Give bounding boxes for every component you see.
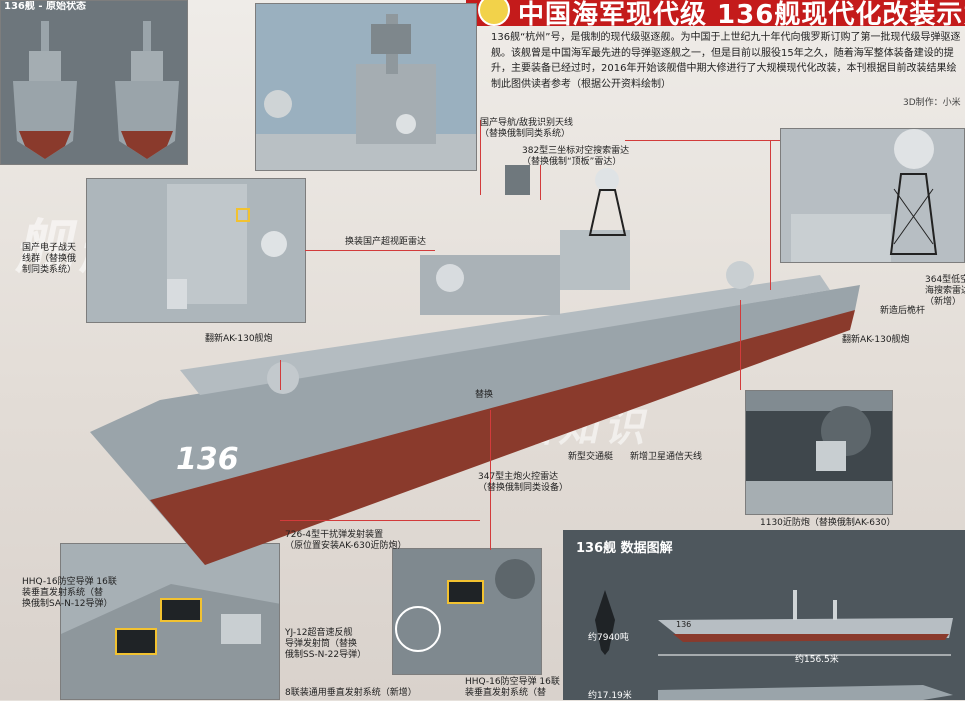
leader-line (480, 120, 481, 195)
leader-line (490, 410, 491, 550)
label-364-radar: 364型低空/ 海搜索雷达 （新增） (925, 275, 965, 307)
intro-text: 136舰“杭州”号，是俄制的现代级驱逐舰。为中国于上世纪九十年代向俄罗斯订购了第… (491, 32, 961, 90)
beam-value: 约17.19米 (588, 691, 632, 701)
mast-detail-image (256, 14, 476, 170)
leader-line (280, 360, 281, 390)
ship-front-views (13, 21, 179, 159)
label-726-jammer: 726-4型干扰弹发射装置 （原位置安装AK-630近防炮） (285, 530, 407, 551)
data-panel (563, 530, 965, 700)
forward-vls-panel (60, 543, 280, 700)
ew-detail-panel (86, 178, 306, 323)
label-yj12: YJ-12超音速反舰 导弹发射筒（替换 俄制SS-N-22导弹） (285, 628, 367, 660)
model-hull-number: 136 (676, 620, 692, 629)
aft-vls-image (395, 559, 535, 652)
data-panel-drawings (595, 590, 953, 700)
navy-emblem-icon (478, 0, 510, 26)
label-347-radar: 347型主炮火控雷达 （替换俄制同类设备） (478, 472, 569, 493)
label-hhq16-fore: HHQ-16防空导弹 16联 装垂直发射系统（替 换俄制SA-N-12导弹） (22, 577, 117, 609)
ciws-image (746, 406, 892, 514)
mast-detail-panel (255, 3, 477, 171)
displacement-value: 约7940吨 (588, 633, 629, 643)
leader-line (540, 165, 541, 200)
label-over-horizon-radar: 换装国产超视距雷达 (345, 237, 427, 247)
leader-line (770, 140, 771, 290)
hull-number: 136 (176, 442, 239, 477)
label-new-boat: 新型交通艇 (568, 452, 614, 462)
aft-vls-panel (392, 548, 542, 675)
page-title: 中国海军现代级 136舰现代化改装示意 (518, 0, 965, 30)
leader-line (305, 250, 435, 251)
original-views-label: 136舰 - 原始状态 (4, 1, 86, 12)
ew-detail-image (167, 184, 287, 309)
label-ak130-fore: 翻新AK-130舰炮 (205, 334, 273, 344)
label-ew-antenna: 国产电子战天 线群（替换俄 制同类系统） (22, 243, 77, 275)
leader-line (625, 140, 780, 141)
label-satcom: 新增卫星通信天线 (630, 452, 703, 462)
ciws-panel (745, 390, 893, 515)
label-ak130-aft: 翻新AK-130舰炮 (842, 335, 910, 345)
label-hhq16-aft: HHQ-16防空导弹 16联 装垂直发射系统（替 (465, 677, 560, 698)
forward-vls-image (61, 584, 279, 699)
aft-mast-image (791, 129, 938, 262)
original-views-panel: 136舰 - 原始状态 (0, 0, 188, 165)
label-vls8: 8联装通用垂直发射系统（新增） (285, 688, 417, 698)
leader-line (280, 520, 480, 521)
label-new-aft-mast: 新造后桅杆 (880, 306, 926, 316)
label-382-radar: 382型三坐标对空搜索雷达 （替换俄制“顶板”雷达） (522, 146, 630, 167)
aft-mast-panel (780, 128, 965, 263)
title-bar (466, 0, 965, 26)
label-nav-iff: 国产导航/敌我识别天线 （替换俄制同类系统） (480, 118, 574, 139)
data-panel-title: 136舰 数据图解 (576, 541, 673, 556)
length-value: 约156.5米 (795, 655, 839, 665)
credit-text: 3D制作：小米 (903, 98, 961, 108)
leader-line (740, 300, 741, 390)
label-replace: 替换 (475, 390, 494, 400)
label-1130-ciws: 1130近防炮（替换俄制AK-630） (760, 518, 896, 528)
